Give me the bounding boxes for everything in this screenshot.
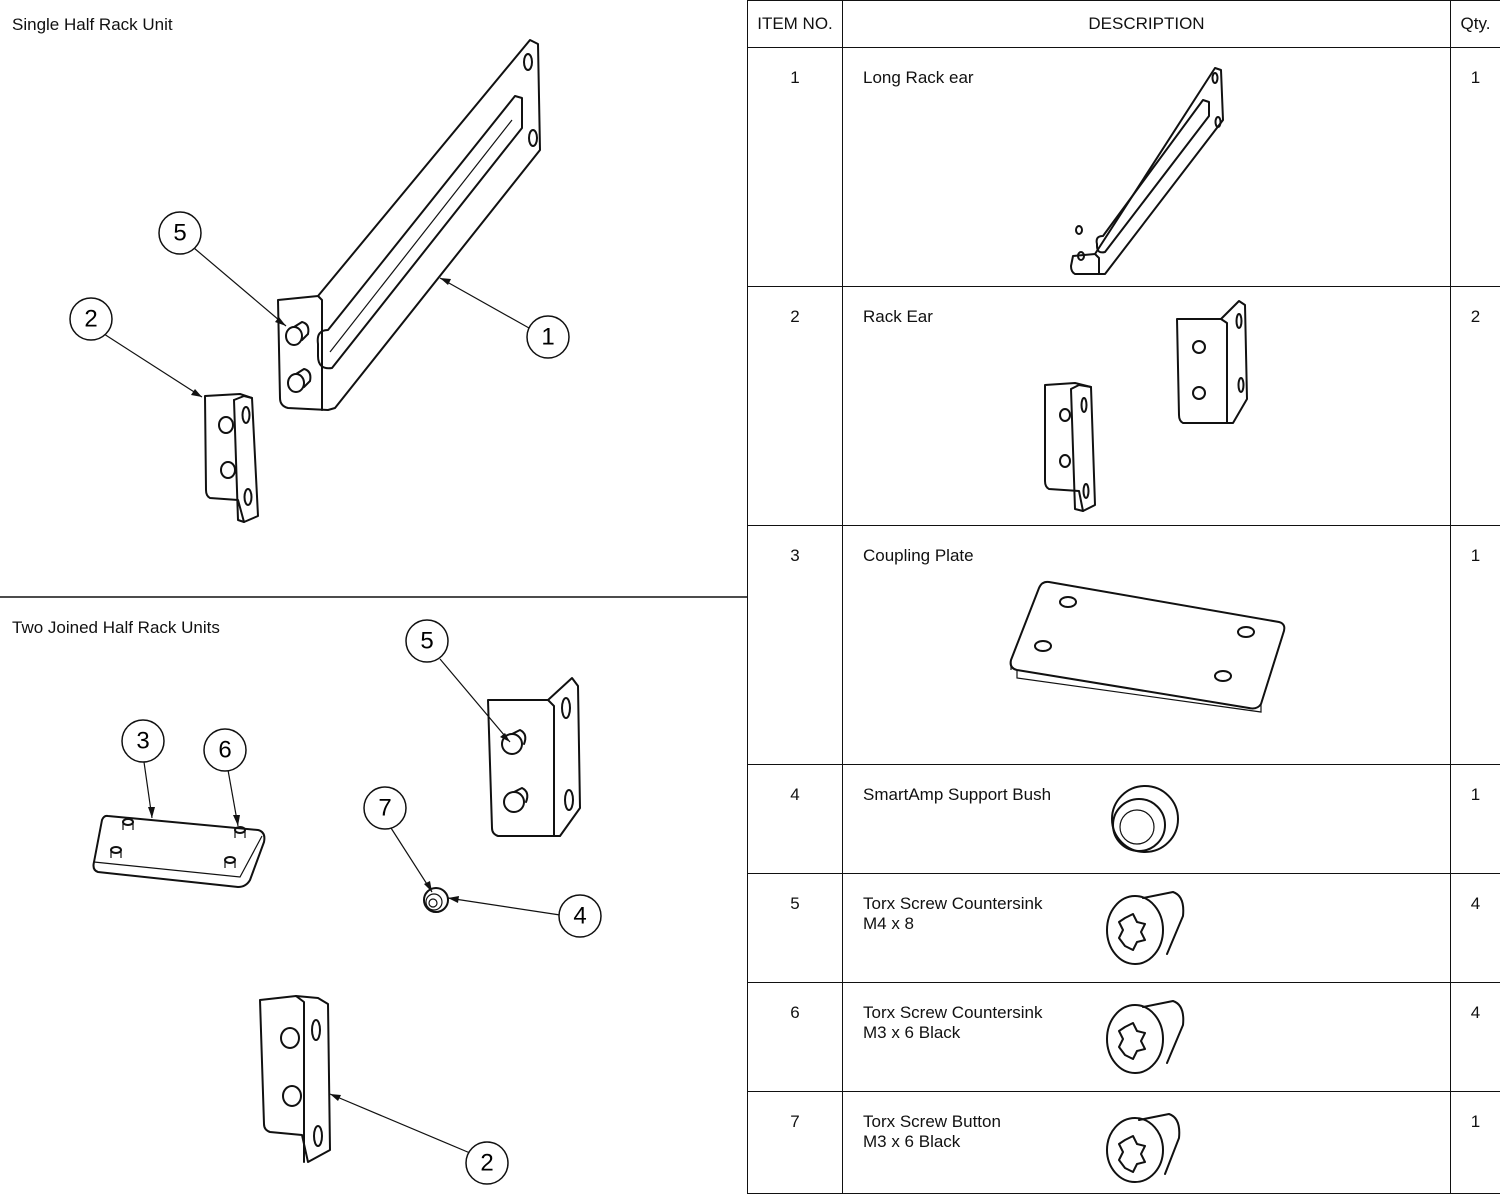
item-description-cell: Torx Screw Countersink M3 x 6 Black	[843, 983, 1451, 1092]
col-header-item: ITEM NO.	[748, 1, 843, 48]
table-row: 6 Torx Screw Countersink M3 x 6 Black 4	[748, 983, 1500, 1092]
item-qty: 4	[1451, 983, 1500, 1092]
table-row: 4 SmartAmp Support Bush 1	[748, 765, 1500, 874]
rack-ear-part	[205, 394, 258, 522]
item-number: 7	[748, 1092, 843, 1194]
item-qty: 1	[1451, 526, 1500, 765]
item-description: SmartAmp Support Bush	[863, 785, 1450, 805]
item-description: Rack Ear	[863, 307, 1450, 327]
item-description: Torx Screw Button M3 x 6 Black	[863, 1112, 1450, 1152]
item-description: Torx Screw Countersink M3 x 6 Black	[863, 1003, 1450, 1043]
table-row: 7 Torx Screw Button M3 x 6 Black 1	[748, 1092, 1500, 1194]
item-description: Coupling Plate	[863, 546, 1450, 566]
callout-2: 2	[70, 298, 112, 340]
table-row: 5 Torx Screw Countersink M4 x 8 4	[748, 874, 1500, 983]
svg-text:5: 5	[173, 220, 186, 247]
item-description-cell: Coupling Plate	[843, 526, 1451, 765]
svg-text:1: 1	[541, 324, 554, 351]
support-bush-thumbnail	[843, 765, 1451, 874]
item-description: Long Rack ear	[863, 68, 1450, 88]
item-qty: 4	[1451, 874, 1500, 983]
item-description-cell: Rack Ear	[843, 287, 1451, 526]
item-description-cell: Torx Screw Countersink M4 x 8	[843, 874, 1451, 983]
item-description: Torx Screw Countersink M4 x 8	[863, 894, 1450, 934]
bom-table: ITEM NO. DESCRIPTION Qty. 1 Long Rack ea…	[747, 0, 1500, 1194]
item-qty: 2	[1451, 287, 1500, 526]
item-number: 5	[748, 874, 843, 983]
table-row: 1 Long Rack ear 1	[748, 48, 1500, 287]
item-number: 1	[748, 48, 843, 287]
col-header-qty: Qty.	[1451, 1, 1500, 48]
item-number: 2	[748, 287, 843, 526]
bom-header-row: ITEM NO. DESCRIPTION Qty.	[748, 1, 1500, 48]
item-qty: 1	[1451, 1092, 1500, 1194]
item-number: 4	[748, 765, 843, 874]
callout-1: 1	[527, 316, 569, 358]
long-rack-ear-part	[278, 40, 540, 410]
joined-units-title: Two Joined Half Rack Units	[12, 618, 220, 638]
item-description-cell: Torx Screw Button M3 x 6 Black	[843, 1092, 1451, 1194]
item-description-cell: Long Rack ear	[843, 48, 1451, 287]
svg-text:2: 2	[84, 306, 97, 333]
item-description-cell: SmartAmp Support Bush	[843, 765, 1451, 874]
item-number: 3	[748, 526, 843, 765]
single-unit-drawing: 5 2 1	[0, 0, 747, 597]
item-number: 6	[748, 983, 843, 1092]
table-row: 3 Coupling Plate 1	[748, 526, 1500, 765]
col-header-description: DESCRIPTION	[843, 1, 1451, 48]
item-qty: 1	[1451, 765, 1500, 874]
callout-5: 5	[159, 212, 201, 254]
item-qty: 1	[1451, 48, 1500, 287]
bill-of-materials: ITEM NO. DESCRIPTION Qty. 1 Long Rack ea…	[747, 0, 1500, 1193]
table-row: 2 Rack Ear	[748, 287, 1500, 526]
